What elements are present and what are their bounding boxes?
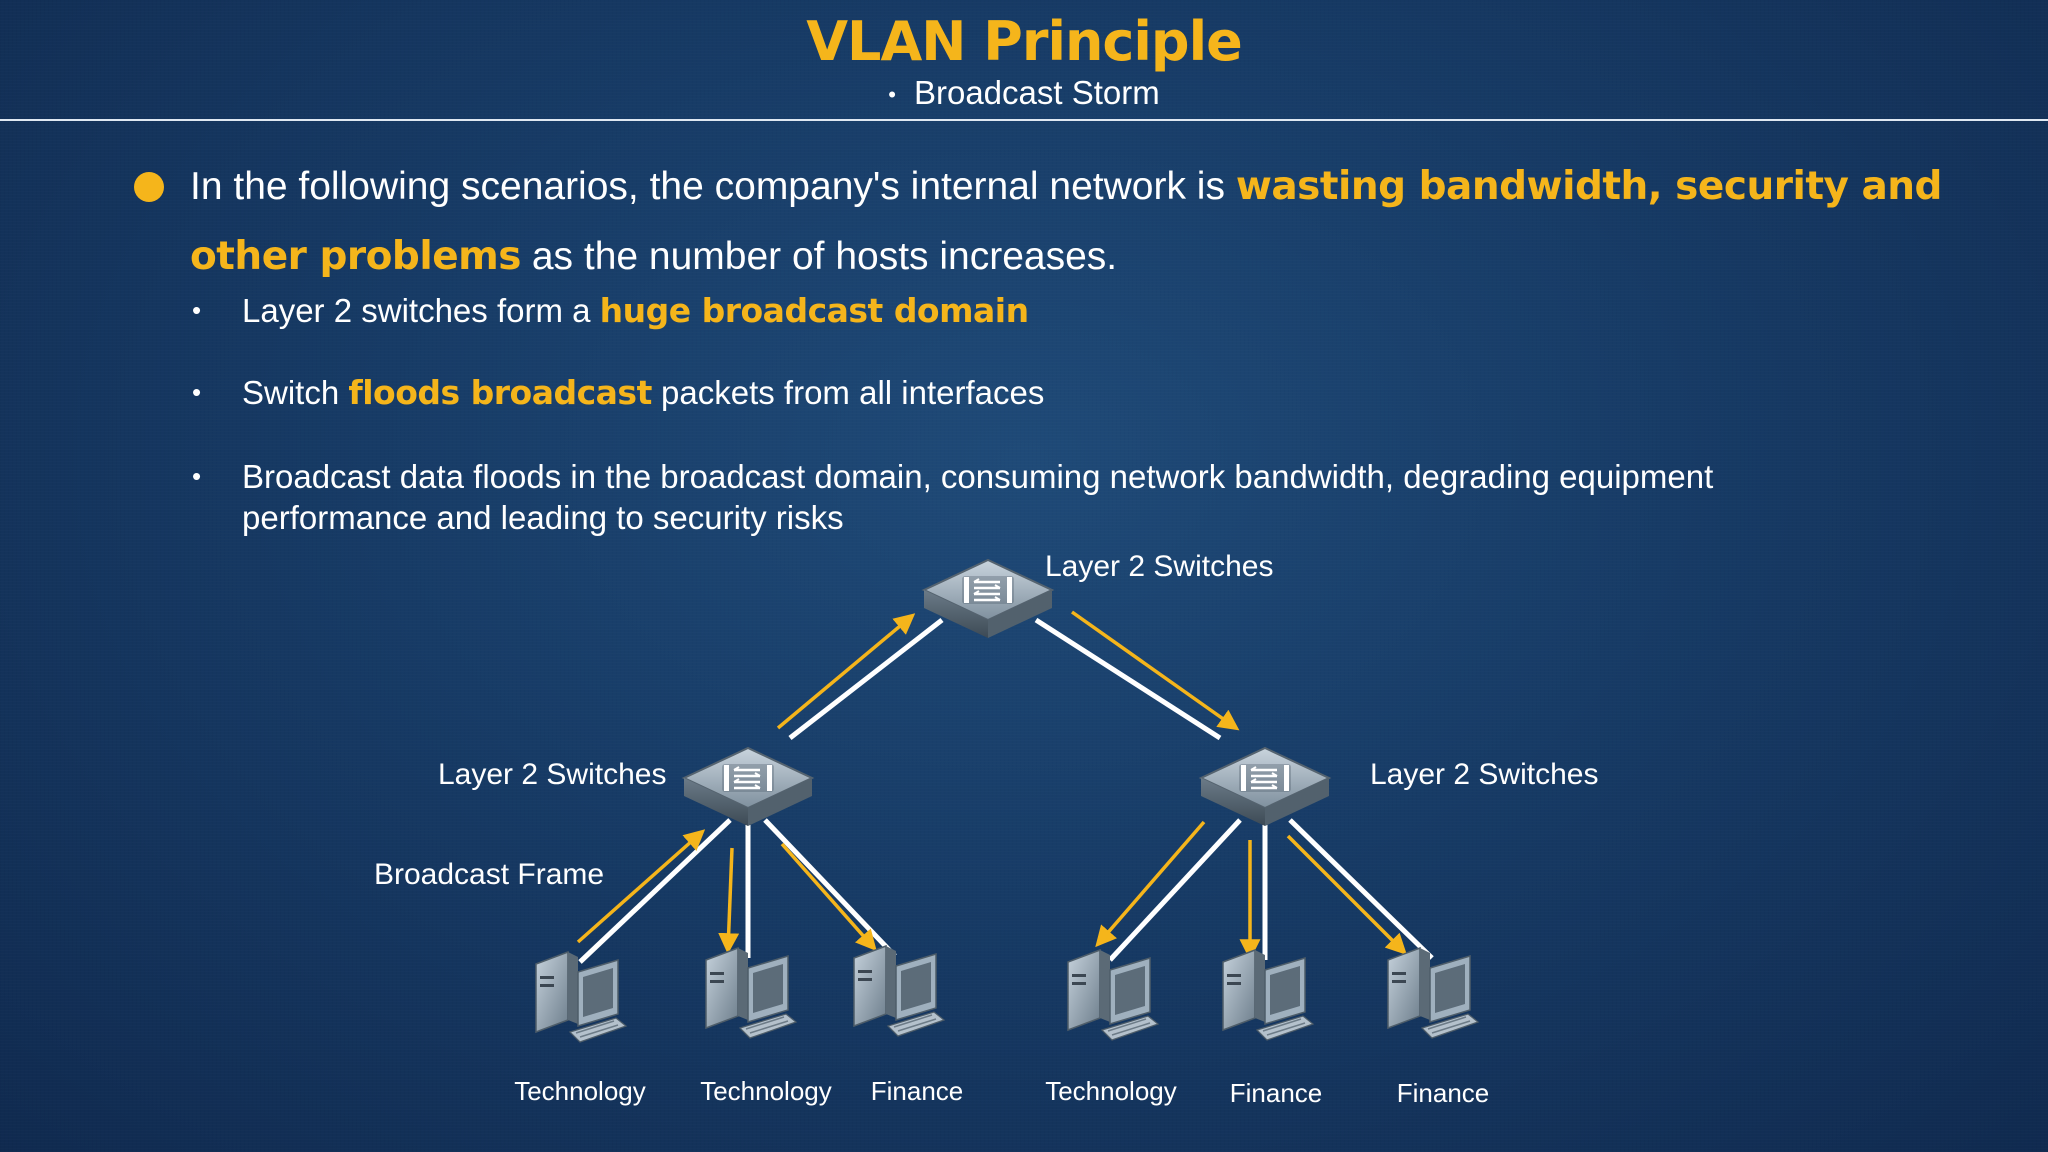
lead-highlight: wasting bandwidth, security and other pr… bbox=[190, 164, 1942, 279]
bullet-text-post: packets from all interfaces bbox=[651, 374, 1045, 411]
computer-icon bbox=[853, 945, 945, 1037]
link-left-tech1 bbox=[578, 818, 732, 964]
header-divider bbox=[0, 119, 2048, 121]
computer-icon bbox=[1387, 947, 1479, 1039]
host-label: Finance bbox=[1397, 1078, 1490, 1108]
lead-text: In the following scenarios, the company'… bbox=[190, 152, 1950, 292]
lead-text-part2: as the number of hosts increases. bbox=[521, 235, 1118, 278]
slide-header: VLAN Principle • Broadcast Storm bbox=[0, 0, 2048, 120]
bullet-text: Switch floods broadcast packets from all… bbox=[242, 372, 1802, 413]
arrow-icon bbox=[1070, 610, 1240, 731]
subtitle-text: Broadcast Storm bbox=[913, 74, 1160, 111]
broadcast-frame-label: Broadcast Frame bbox=[374, 858, 604, 891]
host-label: Technology bbox=[514, 1076, 646, 1106]
link-right-finance2 bbox=[1288, 818, 1434, 960]
bullet-highlight: floods broadcast bbox=[348, 373, 652, 412]
link-top-right bbox=[1034, 617, 1222, 741]
arrow-icon bbox=[1286, 834, 1407, 955]
slide-subtitle: • Broadcast Storm bbox=[0, 74, 2048, 112]
arrow-icon bbox=[780, 842, 877, 952]
lead-bullet-icon bbox=[134, 172, 164, 202]
bullet-dot: • bbox=[192, 377, 202, 407]
switch-icon bbox=[1199, 746, 1331, 828]
link-right-tech bbox=[1108, 818, 1242, 962]
bullet-text-pre: Layer 2 switches form a bbox=[242, 292, 600, 329]
computer-icon bbox=[1222, 949, 1314, 1041]
bullet-dot: • bbox=[192, 295, 202, 325]
host-label: Technology bbox=[700, 1076, 832, 1106]
host-label: Technology bbox=[1045, 1076, 1177, 1106]
bullet-highlight: huge broadcast domain bbox=[599, 291, 1029, 330]
computer-icon bbox=[535, 951, 627, 1043]
subtitle-bullet: • bbox=[888, 82, 896, 108]
network-links bbox=[578, 617, 1434, 964]
switch-top-label: Layer 2 Switches bbox=[1045, 550, 1273, 583]
switch-right-label: Layer 2 Switches bbox=[1370, 758, 1598, 791]
computer-icon bbox=[1067, 949, 1159, 1041]
arrow-icon bbox=[776, 613, 916, 730]
bullet-text: Layer 2 switches form a huge broadcast d… bbox=[242, 290, 1802, 331]
computer-icon bbox=[705, 947, 797, 1039]
bullet-text-pre: Broadcast data floods in the broadcast d… bbox=[242, 458, 1714, 536]
arrow-icon bbox=[1095, 820, 1206, 948]
link-left-finance bbox=[763, 818, 897, 958]
arrow-icon bbox=[576, 829, 706, 944]
lead-text-part1: In the following scenarios, the company'… bbox=[190, 165, 1236, 208]
arrow-icon bbox=[718, 847, 740, 955]
host-label: Finance bbox=[1230, 1078, 1323, 1108]
switch-icon bbox=[922, 558, 1054, 640]
bullet-dot: • bbox=[192, 461, 202, 491]
slide-title: VLAN Principle bbox=[806, 10, 1242, 73]
bullet-text-pre: Switch bbox=[242, 374, 349, 411]
switch-left-label: Layer 2 Switches bbox=[438, 758, 666, 791]
bullet-text: Broadcast data floods in the broadcast d… bbox=[242, 456, 1802, 538]
link-top-left bbox=[788, 618, 944, 740]
host-label: Finance bbox=[871, 1076, 964, 1106]
broadcast-arrows bbox=[576, 610, 1407, 961]
switch-icon bbox=[682, 746, 814, 828]
